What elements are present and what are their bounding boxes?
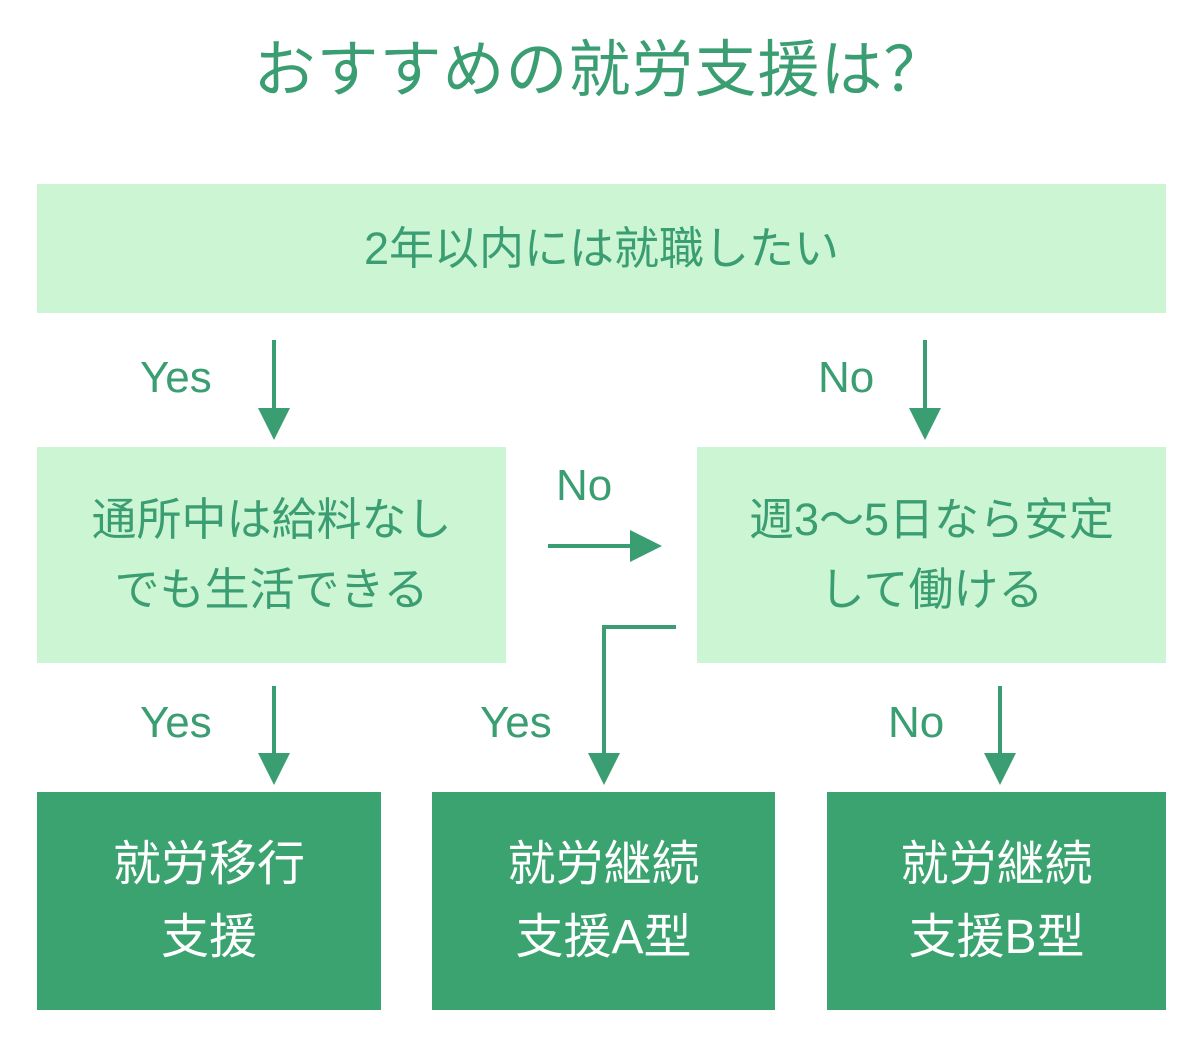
node-mid-right-question[interactable]: 週3〜5日なら安定 して働ける — [697, 447, 1166, 663]
node-top-question[interactable]: 2年以内には就職したい — [37, 184, 1166, 313]
arrowhead-down-4 — [588, 753, 620, 785]
node-outcome-right[interactable]: 就労継続 支援B型 — [827, 792, 1166, 1010]
edge-mid-right-to-out-mid-line — [602, 625, 676, 757]
node-mid-left-question-line-2: でも生活できる — [114, 564, 429, 615]
arrowhead-down-1 — [258, 408, 290, 440]
arrowhead-down-3 — [258, 753, 290, 785]
node-outcome-left-line-1: 就労移行 — [112, 838, 305, 891]
node-outcome-mid-line-2: 支援A型 — [515, 911, 692, 964]
edge-label-yes-top-left: Yes — [140, 353, 212, 402]
node-outcome-right-line-1: 就労継続 — [900, 838, 1093, 891]
edge-label-yes-bottom-mid: Yes — [480, 698, 552, 747]
edge-label-no-top-right: No — [818, 353, 875, 402]
node-mid-left-question[interactable]: 通所中は給料なし でも生活できる — [37, 447, 506, 663]
arrowhead-down-2 — [909, 408, 941, 440]
node-top-question-line-1: 2年以内には就職したい — [363, 222, 840, 274]
page-title: おすすめの就労支援は？ — [253, 36, 947, 105]
node-outcome-mid-line-1: 就労継続 — [507, 838, 700, 891]
edge-label-no-mid-across: No — [556, 461, 613, 510]
node-mid-right-question-line-2: して働ける — [819, 564, 1044, 615]
node-outcome-left-line-2: 支援 — [160, 911, 257, 964]
node-mid-right-question-line-1: 週3〜5日なら安定 — [748, 494, 1115, 545]
edge-label-no-bottom-right: No — [888, 698, 945, 747]
arrowhead-down-5 — [984, 753, 1016, 785]
node-outcome-mid[interactable]: 就労継続 支援A型 — [432, 792, 775, 1010]
node-outcome-right-line-2: 支援B型 — [908, 911, 1085, 964]
node-outcome-left[interactable]: 就労移行 支援 — [37, 792, 381, 1010]
arrowhead-right-1 — [630, 530, 662, 562]
edge-label-yes-bottom-left: Yes — [140, 698, 212, 747]
node-mid-left-question-line-1: 通所中は給料なし — [91, 494, 452, 545]
